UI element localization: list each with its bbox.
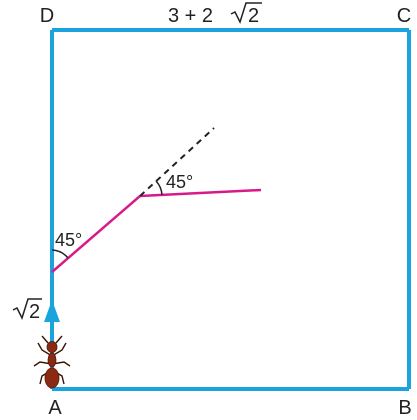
vertex-label-a: A <box>48 397 62 419</box>
ant-path <box>51 188 262 273</box>
radical-sign-2 <box>12 298 42 320</box>
side-length-label: 3 + 2 2 <box>168 2 262 27</box>
angle-arc-1 <box>51 249 69 259</box>
square-abcd <box>50 28 411 391</box>
segment-length-radicand: 2 <box>29 301 40 323</box>
side-length-radicand: 2 <box>248 5 259 27</box>
angle-arc-2 <box>155 180 163 196</box>
path-segment-1 <box>51 195 141 273</box>
vertex-label-c: C <box>397 5 411 27</box>
side-length-prefix: 3 + 2 <box>168 5 213 27</box>
path-segment-2 <box>139 188 262 198</box>
arrow-up-icon <box>44 300 60 322</box>
vertex-label-b: B <box>398 397 411 419</box>
dashed-extension <box>139 127 215 197</box>
segment-length-label: 2 <box>12 298 42 323</box>
angle-label-2: 45° <box>166 172 193 192</box>
angle-label-1: 45° <box>55 230 82 250</box>
vertex-label-d: D <box>40 5 54 27</box>
ant-icon <box>33 335 71 389</box>
radical-sign <box>230 2 262 24</box>
